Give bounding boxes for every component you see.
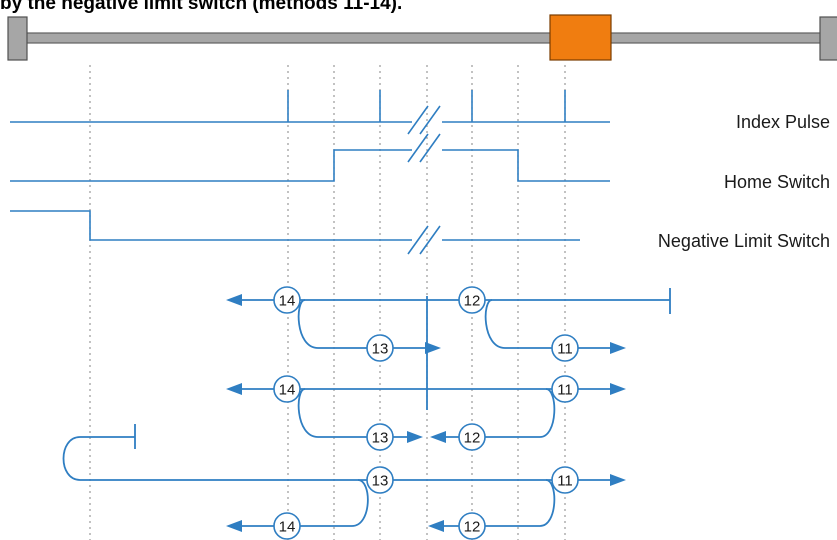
diagram-title: by the negative limit switch (methods 11… [0, 0, 403, 14]
row1-method13-arrow [425, 342, 441, 354]
row3-method12-path [442, 479, 556, 527]
method-number: 11 [557, 382, 573, 399]
guide-lines [89, 65, 566, 540]
homing-row-2 [226, 383, 626, 443]
index-pulse-signal: Index Pulse [10, 90, 830, 135]
method-14-badge: 14 [273, 286, 301, 314]
home-switch-signal: Home Switch [10, 133, 830, 192]
method-number: 11 [557, 473, 573, 490]
index-pulse-label: Index Pulse [736, 112, 830, 132]
row2-method13-path [297, 388, 410, 438]
right-end-stop [819, 16, 837, 61]
row2-method12-arrow [430, 431, 446, 443]
method-14-badge: 14 [273, 512, 301, 540]
row3-method14-arrow [226, 520, 242, 532]
method-13-badge: 13 [366, 334, 394, 362]
rail-bar [11, 32, 831, 44]
carriage-block [549, 14, 612, 61]
method-number: 13 [372, 341, 389, 358]
home-switch-break [407, 133, 441, 163]
method-11-badge: 11 [551, 466, 579, 494]
method-13-badge: 13 [366, 423, 394, 451]
rail [7, 14, 837, 61]
negative-limit-switch-label: Negative Limit Switch [658, 231, 830, 251]
negative-limit-switch-line [10, 210, 580, 241]
row2-method12-path [444, 388, 556, 438]
row1-left-arrow [226, 294, 242, 306]
method-11-badge: 11 [551, 334, 579, 362]
row1-method11-path [484, 299, 612, 349]
index-pulse-ticks [287, 90, 566, 122]
row3-method12-arrow [428, 520, 444, 532]
method-number: 12 [464, 519, 481, 536]
negative-limit-switch-signal: Negative Limit Switch [10, 210, 830, 255]
method-number: 13 [372, 473, 389, 490]
method-labels: 14 13 12 11 14 11 13 12 [273, 286, 579, 540]
method-14-badge: 14 [273, 375, 301, 403]
row1-method13-path [297, 299, 432, 349]
method-number: 14 [279, 519, 296, 536]
row2-right-arrow [610, 383, 626, 395]
method-12-badge: 12 [458, 512, 486, 540]
negative-limit-switch-break [407, 225, 441, 255]
row2-left-arrow [226, 383, 242, 395]
method-12-badge: 12 [458, 286, 486, 314]
method-number: 12 [464, 293, 481, 310]
method-13-badge: 13 [366, 466, 394, 494]
method-number: 14 [279, 382, 296, 399]
row2-method13-arrow [407, 431, 423, 443]
index-pulse-break [407, 105, 441, 135]
home-switch-line [10, 149, 610, 182]
row3-method14-path [240, 479, 369, 527]
row3-main-path [62, 424, 612, 481]
method-number: 11 [557, 341, 573, 358]
method-number: 13 [372, 430, 389, 447]
method-12-badge: 12 [458, 423, 486, 451]
row1-method11-arrow [610, 342, 626, 354]
row3-right-arrow [610, 474, 626, 486]
method-11-badge: 11 [551, 375, 579, 403]
home-switch-label: Home Switch [724, 172, 830, 192]
left-end-stop [7, 16, 28, 61]
method-number: 12 [464, 430, 481, 447]
homing-row-3 [62, 424, 626, 532]
method-number: 14 [279, 293, 296, 310]
